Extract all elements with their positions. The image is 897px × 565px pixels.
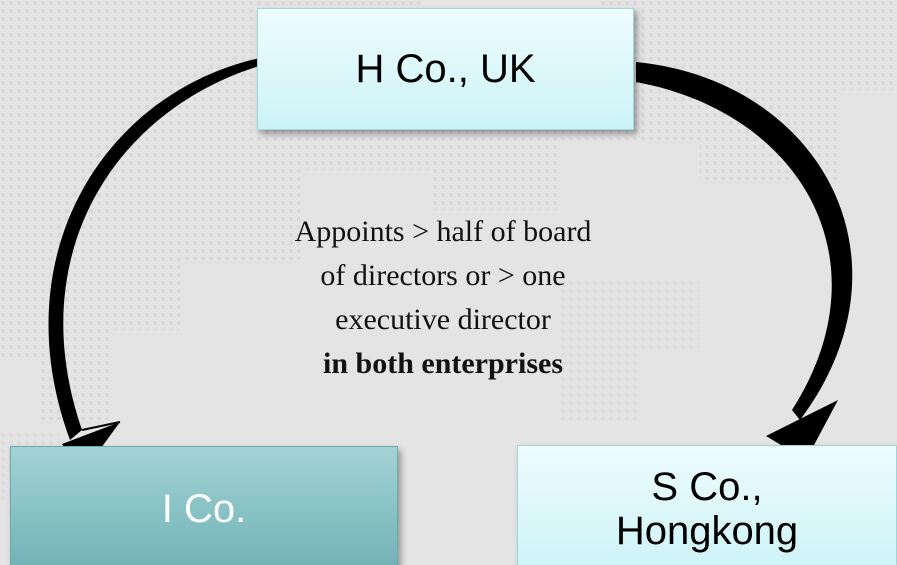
i-co-node: I Co. [10,446,398,565]
relationship-line-4: in both enterprises [323,347,563,380]
s-co-node: S Co., Hongkong [517,445,897,565]
h-co-label: H Co., UK [355,47,536,91]
i-co-label: I Co. [161,486,247,531]
relationship-line-2: of directors or > one [320,259,566,292]
relationship-line-3: executive director [335,303,551,336]
relationship-description: Appoints > half of board of directors or… [213,210,673,386]
s-co-label-line1: S Co., [651,465,763,509]
h-co-node: H Co., UK [257,8,634,130]
s-co-label-line2: Hongkong [615,509,799,553]
relationship-line-1: Appoints > half of board [294,215,592,248]
s-co-label: S Co., Hongkong [518,465,896,553]
